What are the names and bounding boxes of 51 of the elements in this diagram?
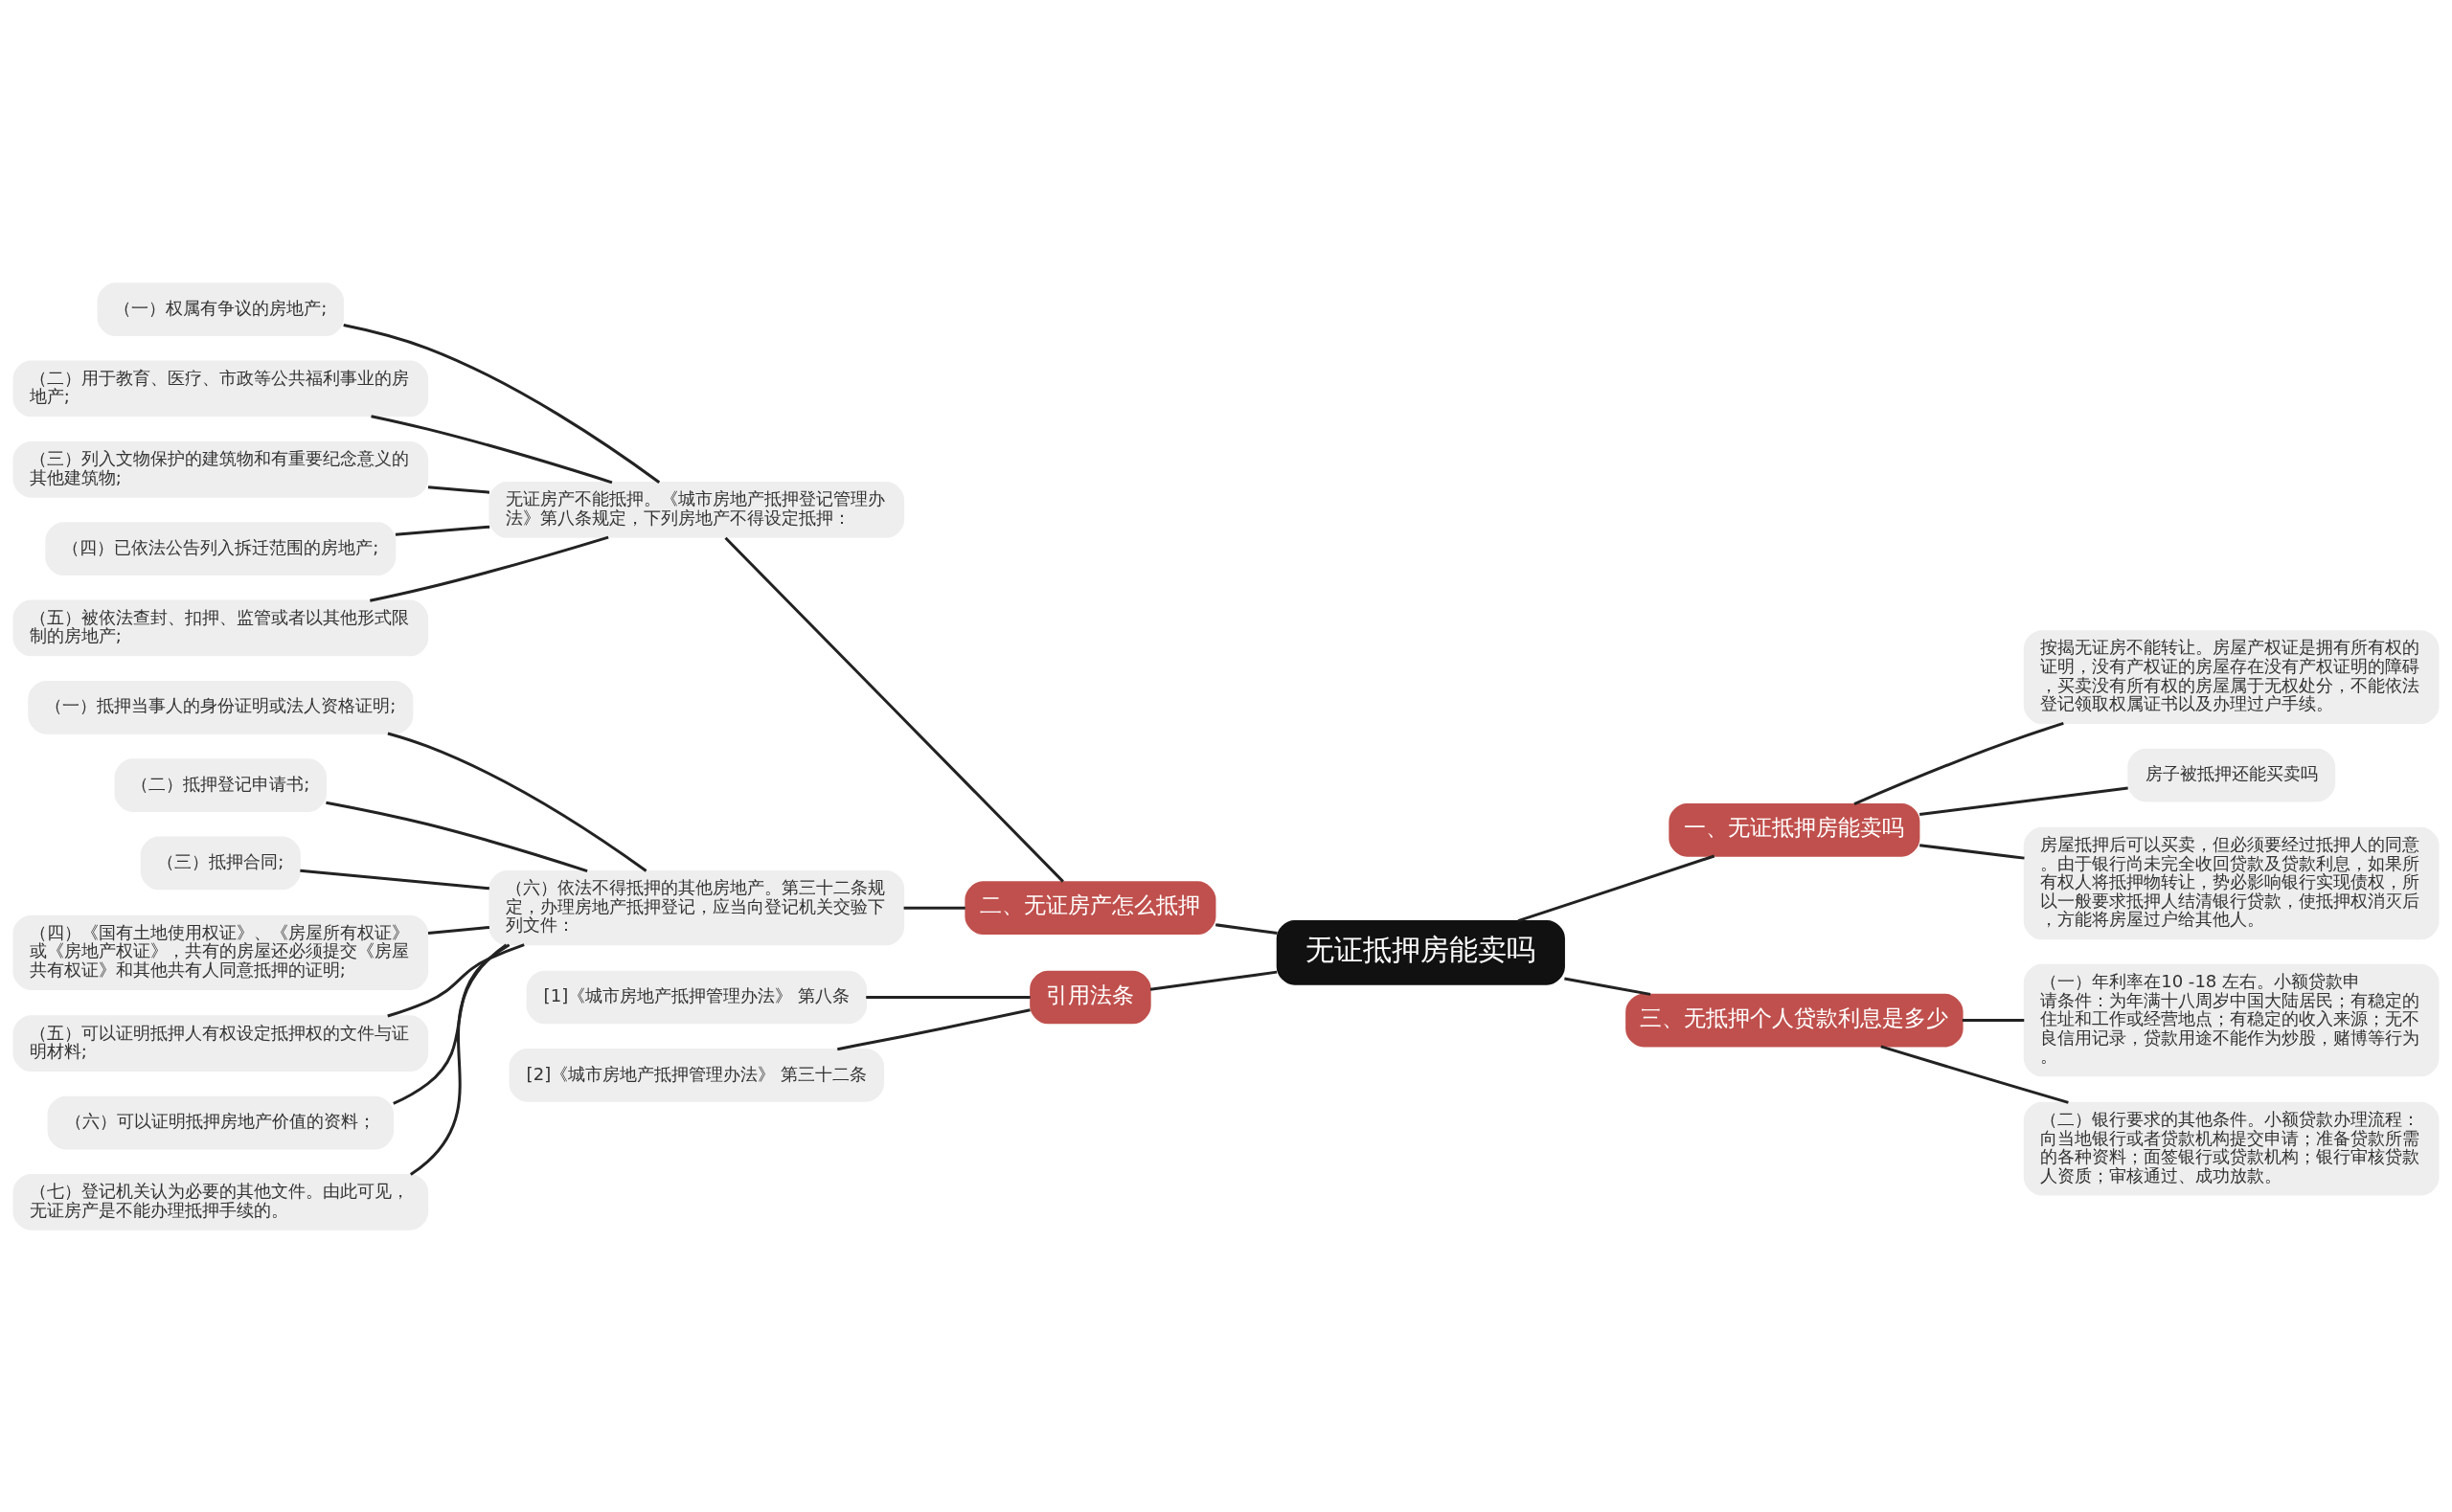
node-box: （一）抵押当事人的身份证明或法人资格证明;	[28, 680, 414, 734]
node-box: 三、无抵押个人贷款利息是多少	[1625, 993, 1964, 1047]
connector	[1564, 977, 1651, 996]
connector	[866, 995, 1031, 999]
connector	[343, 323, 661, 484]
node-box: 二、无证房产怎么抵押	[965, 880, 1216, 935]
connector	[427, 485, 490, 494]
node-box: （四）《国有土地使用权证》、《房屋所有权证》或《房地产权证》，共有的房屋还必须提交《房屋共有权证》和其他共有人同意抵押的证明;	[12, 914, 429, 990]
node-box: （一）年利率在10 -18 左右。小额贷款申请条件：为年满十八周岁中国大陆居民；有稳定的住址和工作或经营地点；有稳定的收入来源；无不良信用记录，贷款用途不能作为炒股，赌博等行为。	[2023, 963, 2440, 1076]
node-box: 房子被抵押还能买卖吗	[2127, 748, 2336, 801]
connector	[409, 943, 508, 1176]
connector	[371, 414, 613, 484]
connector	[1215, 922, 1278, 935]
node-box: （三）抵押合同;	[140, 836, 301, 890]
node-box: （五）可以证明抵押人有权设定抵押权的文件与证明材料;	[12, 1014, 429, 1072]
node-box: （六）依法不得抵押的其他房地产。第三十二条规定，办理房地产抵押登记，应当向登记机关交验下列文件：	[488, 869, 905, 945]
connector	[393, 943, 511, 1105]
node-box: （六）可以证明抵押房地产价值的资料；	[47, 1095, 395, 1149]
connector	[370, 535, 609, 602]
connector	[837, 1007, 1031, 1050]
node-box: 无证房产不能抵押。《城市房地产抵押登记管理办法》第八条规定，下列房地产不得设定抵押：	[488, 481, 905, 538]
connector	[903, 906, 965, 910]
connector	[326, 801, 588, 872]
node-box: （七）登记机关认为必要的其他文件。由此可见，无证房产是不能办理抵押手续的。	[12, 1173, 429, 1230]
node-box: （二）银行要求的其他条件。小额贷款办理流程：向当地银行或者贷款机构提交申请；准备贷款所需的各种资料；面签银行或贷款机构；银行审核贷款人资质；审核通过、成功放款。	[2023, 1101, 2440, 1196]
connector	[1880, 1044, 2069, 1104]
connector	[387, 732, 647, 872]
node-box: （二）用于教育、医疗、市政等公共福利事业的房地产;	[12, 360, 429, 417]
connector	[395, 525, 490, 536]
connector	[1853, 721, 2064, 805]
node-box: 按揭无证房不能转让。房屋产权证是拥有所有权的证明，没有产权证的房屋存在没有产权证明的障碍，买卖没有所有权的房屋属于无权处分，不能依法登记领取权属证书以及办理过户手续。	[2023, 629, 2440, 724]
node-box: 房屋抵押后可以买卖，但必须要经过抵押人的同意。由于银行尚未完全收回贷款及贷款利息，如果所有权人将抵押物转让，势必影响银行实现债权，所以一般要求抵押人结清银行贷款，使抵押权消灭后，方能将房屋过户给其他人。	[2023, 826, 2440, 939]
node-box: 引用法条	[1030, 970, 1151, 1024]
node-box: （二）抵押登记申请书;	[114, 757, 327, 812]
node-box: （一）权属有争议的房地产;	[97, 282, 345, 336]
node-box: 一、无证抵押房能卖吗	[1669, 802, 1920, 857]
connector	[427, 925, 490, 935]
connector	[1919, 843, 2025, 860]
connector	[1962, 1018, 2025, 1022]
connector	[387, 942, 525, 1017]
node-box: （三）列入文物保护的建筑物和有重要纪念意义的其他建筑物;	[12, 440, 429, 498]
connector	[1517, 854, 1715, 922]
connector	[1919, 786, 2128, 816]
node-box: （五）被依法查封、扣押、监管或者以其他形式限制的房地产;	[12, 599, 429, 656]
node-box: （四）已依法公告列入拆迁范围的房地产;	[45, 521, 397, 575]
connector	[1149, 970, 1278, 991]
node-box: [2]《城市房地产抵押管理办法》 第三十二条	[509, 1048, 885, 1102]
node-box: [1]《城市房地产抵押管理办法》 第八条	[526, 970, 867, 1024]
node-box: 无证抵押房能卖吗	[1276, 919, 1565, 985]
connector	[300, 869, 489, 890]
connector	[724, 536, 1064, 883]
